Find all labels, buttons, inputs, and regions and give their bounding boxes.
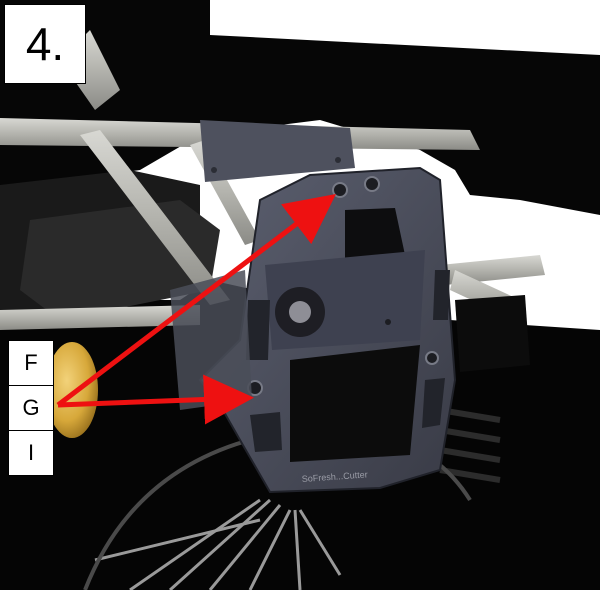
part-label-f: F [8, 340, 54, 386]
bracket-engraving: SoFresh...Cutter [301, 469, 368, 484]
part-label-g: G [8, 385, 54, 431]
part-label-i-text: I [27, 440, 35, 465]
arrow-to-lower-bolt [57, 374, 254, 425]
part-label-i: I [8, 430, 54, 476]
part-label-stack: F G I [8, 340, 54, 476]
step-number-box: 4. [4, 4, 86, 84]
part-label-f-text: F [24, 350, 38, 375]
arrow-to-upper-bolts [56, 193, 336, 407]
step-number: 4. [25, 18, 65, 70]
part-label-g-text: G [22, 395, 40, 420]
